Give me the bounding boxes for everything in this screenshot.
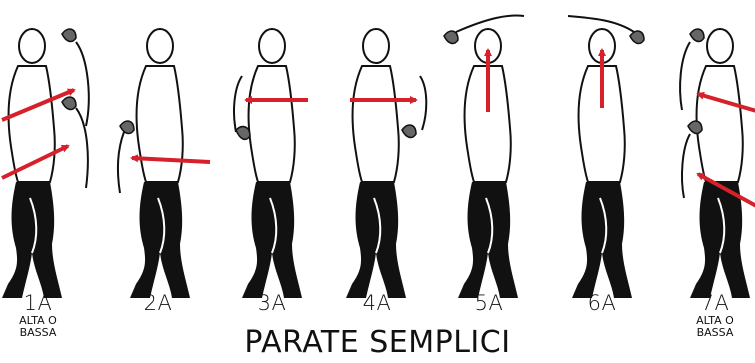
figure-1a-label: 1A xyxy=(0,291,78,315)
figure-5a-label: 5A xyxy=(449,291,529,315)
figure-6a xyxy=(568,16,644,298)
page-title: PARATE SEMPLICI xyxy=(0,325,755,360)
figure-3a-label: 3A xyxy=(232,291,312,315)
figure-1a xyxy=(2,29,89,298)
figure-5a xyxy=(444,16,524,298)
figure-2a-label: 2A xyxy=(118,291,198,315)
figure-2a xyxy=(118,29,210,298)
figure-4a-label: 4A xyxy=(337,291,417,315)
figure-3a xyxy=(234,29,308,298)
figure-7a xyxy=(680,29,755,298)
figure-4a xyxy=(346,29,426,298)
figure-7a-label: 7A xyxy=(675,291,755,315)
figure-6a-label: 6A xyxy=(562,291,642,315)
